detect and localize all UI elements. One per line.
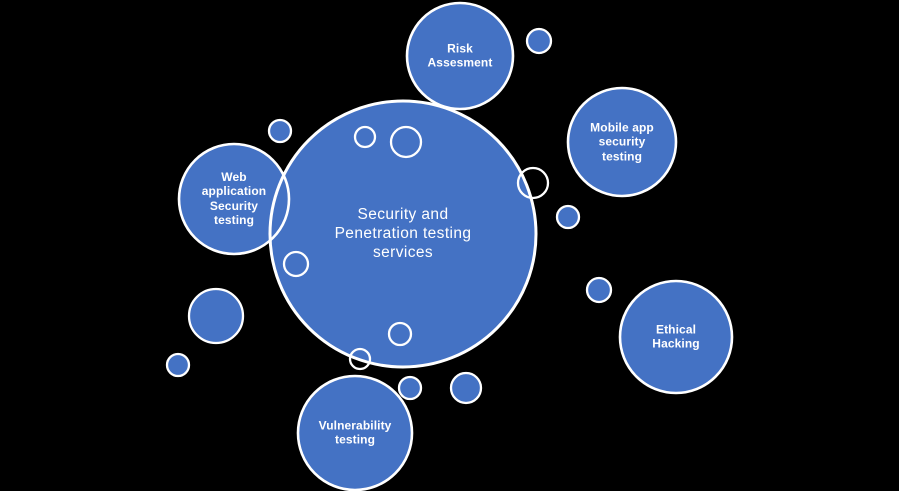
- decor-filled-circle: [269, 120, 291, 142]
- decor-filled-circle: [557, 206, 579, 228]
- ethical-hacking-circle-outline: [618, 279, 734, 395]
- decor-ring-circle: [387, 321, 413, 347]
- decor-filled-circle-outline: [267, 118, 293, 144]
- decor-filled-circle: [451, 373, 481, 403]
- mobile-app-security-testing-circle: [568, 88, 676, 196]
- bubble-fills-layer: [167, 3, 732, 490]
- decor-filled-circle-outline: [449, 371, 483, 405]
- decor-filled-circle: [527, 29, 551, 53]
- decor-filled-circle-outline: [555, 204, 581, 230]
- risk-assessment-circle: [407, 3, 513, 109]
- decor-ring-circle: [389, 125, 423, 159]
- risk-assessment-circle-outline: [405, 1, 515, 111]
- decor-ring-circle: [516, 166, 550, 200]
- web-application-security-testing-circle: [179, 144, 289, 254]
- vulnerability-testing-circle-outline: [296, 374, 414, 491]
- web-application-security-testing-circle-outline: [177, 142, 291, 256]
- decor-filled-circle-outline: [525, 27, 553, 55]
- decor-filled-circle: [189, 289, 243, 343]
- decor-filled-circle-outline: [397, 375, 423, 401]
- ethical-hacking-circle: [620, 281, 732, 393]
- decor-ring-circle: [353, 125, 377, 149]
- security-penetration-testing-services-circle: [270, 101, 536, 367]
- decor-filled-circle-outline: [187, 287, 245, 345]
- decor-filled-circle: [587, 278, 611, 302]
- mobile-app-security-testing-circle-outline: [566, 86, 678, 198]
- decor-filled-circle-outline: [585, 276, 613, 304]
- security-penetration-testing-services-circle-outline: [268, 99, 538, 369]
- bubble-strokes-layer: [165, 1, 734, 491]
- decor-filled-circle-outline: [165, 352, 191, 378]
- decor-filled-circle: [399, 377, 421, 399]
- vulnerability-testing-circle: [298, 376, 412, 490]
- decor-ring-circle: [282, 250, 310, 278]
- decor-ring-circle: [348, 347, 372, 371]
- decor-filled-circle: [167, 354, 189, 376]
